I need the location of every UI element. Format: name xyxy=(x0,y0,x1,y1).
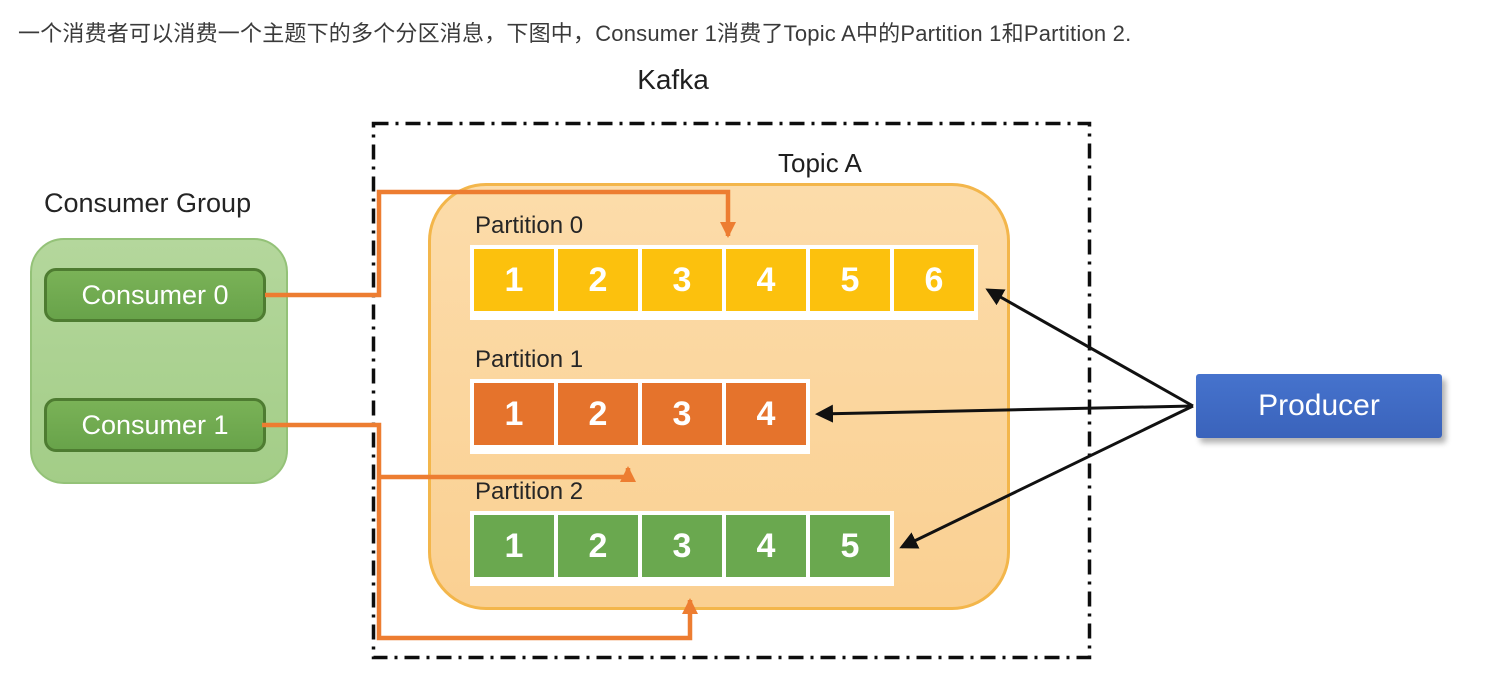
producer-to-partition0-arrow xyxy=(985,288,1194,408)
consumer-0-box: Consumer 0 xyxy=(44,268,266,322)
message-cell: 4 xyxy=(726,249,806,311)
message-cell: 3 xyxy=(642,515,722,577)
message-cell: 4 xyxy=(726,515,806,577)
message-cell: 3 xyxy=(642,383,722,445)
producer-box: Producer xyxy=(1196,374,1442,438)
message-cell: 6 xyxy=(894,249,974,311)
message-cell: 3 xyxy=(642,249,722,311)
partition-label: Partition 0 xyxy=(475,212,584,239)
message-cell: 2 xyxy=(558,515,638,577)
message-cell: 2 xyxy=(558,249,638,311)
partition-label: Partition 2 xyxy=(475,478,584,505)
consumer-group-box: Consumer 0 Consumer 1 xyxy=(30,238,288,484)
message-cell: 1 xyxy=(474,515,554,577)
message-cell: 1 xyxy=(474,249,554,311)
consumer-group-label: Consumer Group xyxy=(44,188,252,218)
kafka-label: Kafka xyxy=(637,64,709,95)
message-cell: 5 xyxy=(810,249,890,311)
partition-label: Partition 1 xyxy=(475,346,584,373)
message-cell: 2 xyxy=(558,383,638,445)
message-cell: 5 xyxy=(810,515,890,577)
consumer-1-box: Consumer 1 xyxy=(44,398,266,452)
caption: 一个消费者可以消费一个主题下的多个分区消息，下图中，Consumer 1消费了T… xyxy=(18,21,1132,46)
message-cell: 4 xyxy=(726,383,806,445)
topic-a-label: Topic A xyxy=(778,148,862,178)
message-cell: 1 xyxy=(474,383,554,445)
producer-label: Producer xyxy=(1258,389,1380,422)
